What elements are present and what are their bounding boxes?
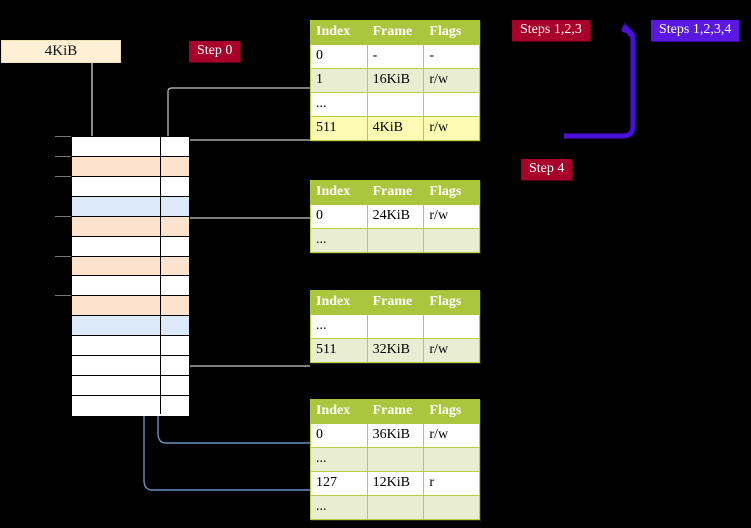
cell-flags: r/w xyxy=(423,204,480,229)
steps1234-badge: Steps 1,2,3,4 xyxy=(651,20,740,41)
wire-t1-511-up xyxy=(167,87,312,92)
table-row: ... xyxy=(310,495,480,520)
cell-index: 1 xyxy=(310,68,368,93)
table-row: ... xyxy=(310,447,480,472)
cell-flags xyxy=(423,447,480,472)
column-header-index: Index xyxy=(310,399,368,424)
column-header-index: Index xyxy=(310,20,368,45)
memory-frame-12 xyxy=(72,376,189,397)
cell-frame: 32KiB xyxy=(366,338,425,363)
cell-index: ... xyxy=(310,314,368,339)
cell-index: 127 xyxy=(310,471,368,496)
cell-flags xyxy=(423,228,480,253)
steps123-badge: Steps 1,2,3 xyxy=(512,20,590,41)
table-row: ... xyxy=(310,228,480,253)
wire-t3-511-to-mem xyxy=(166,314,310,367)
memory-frame-6 xyxy=(72,256,189,277)
steps-bracket-arrowhead xyxy=(624,22,636,36)
wire-t4-0-to-mem xyxy=(150,208,310,444)
cell-index: 0 xyxy=(310,44,368,69)
column-header-flags: Flags xyxy=(423,180,480,205)
cell-index: ... xyxy=(310,92,368,117)
memory-column-divider xyxy=(160,137,161,414)
cell-frame xyxy=(366,228,425,253)
wire-t2-0-to-mem xyxy=(169,217,310,250)
column-header-frame: Frame xyxy=(366,399,425,424)
step4-badge: Step 4 xyxy=(521,159,573,180)
memory-tick-8 xyxy=(55,295,71,297)
memory-tick-4 xyxy=(55,215,71,217)
cell-index: ... xyxy=(310,495,368,520)
memory-frame-1 xyxy=(72,156,189,177)
memory-frame-13 xyxy=(72,396,189,416)
table-row: 0-- xyxy=(310,44,480,69)
memory-frame-3 xyxy=(72,196,189,217)
cell-flags: r/w xyxy=(423,68,480,93)
cell-flags xyxy=(423,495,480,520)
cell-flags xyxy=(423,92,480,117)
cell-frame xyxy=(366,314,425,339)
cell-flags: r xyxy=(423,471,480,496)
cell-index: 511 xyxy=(310,116,368,141)
cell-flags: r/w xyxy=(423,338,480,363)
memory-size-label: 4KiB xyxy=(1,40,121,63)
cell-index: ... xyxy=(310,447,368,472)
steps-bracket-arrow xyxy=(564,24,636,139)
cell-index: 511 xyxy=(310,338,368,363)
cell-flags: r/w xyxy=(423,116,480,141)
memory-frame-11 xyxy=(72,356,189,377)
memory-frame-2 xyxy=(72,176,189,197)
cell-frame xyxy=(366,495,425,520)
column-header-index: Index xyxy=(310,180,368,205)
cell-flags xyxy=(423,314,480,339)
cell-frame xyxy=(366,447,425,472)
cell-frame: 4KiB xyxy=(366,116,425,141)
physical-memory-column xyxy=(71,136,190,416)
memory-tick-1 xyxy=(55,155,71,157)
column-header-frame: Frame xyxy=(366,290,425,315)
wire-t1-511-left xyxy=(167,91,310,141)
memory-frame-5 xyxy=(72,236,189,257)
memory-frame-9 xyxy=(72,316,189,337)
wire-t4-127-to-mem xyxy=(136,330,310,491)
cell-index: ... xyxy=(310,228,368,253)
memory-frame-4 xyxy=(72,216,189,237)
memory-frame-10 xyxy=(72,336,189,357)
memory-tick-0 xyxy=(55,136,71,137)
cell-frame: - xyxy=(366,44,425,69)
column-header-flags: Flags xyxy=(423,399,480,424)
column-header-index: Index xyxy=(310,290,368,315)
column-header-frame: Frame xyxy=(366,180,425,205)
cell-index: 0 xyxy=(310,204,368,229)
memory-frame-8 xyxy=(72,296,189,317)
cell-frame: 24KiB xyxy=(366,204,425,229)
memory-frame-7 xyxy=(72,276,189,297)
cell-frame: 36KiB xyxy=(366,423,425,448)
step0-badge: Step 0 xyxy=(189,41,241,62)
cell-frame xyxy=(366,92,425,117)
table-row: ... xyxy=(310,92,480,117)
column-header-flags: Flags xyxy=(423,20,480,45)
memory-tick-2 xyxy=(55,175,71,177)
cell-flags: - xyxy=(423,44,480,69)
memory-tick-6 xyxy=(55,255,71,257)
table-row: ... xyxy=(310,314,480,339)
cell-flags: r/w xyxy=(423,423,480,448)
cell-index: 0 xyxy=(310,423,368,448)
cell-frame: 16KiB xyxy=(366,68,425,93)
column-header-frame: Frame xyxy=(366,20,425,45)
column-header-flags: Flags xyxy=(423,290,480,315)
memory-frame-0 xyxy=(72,137,189,157)
cell-frame: 12KiB xyxy=(366,471,425,496)
